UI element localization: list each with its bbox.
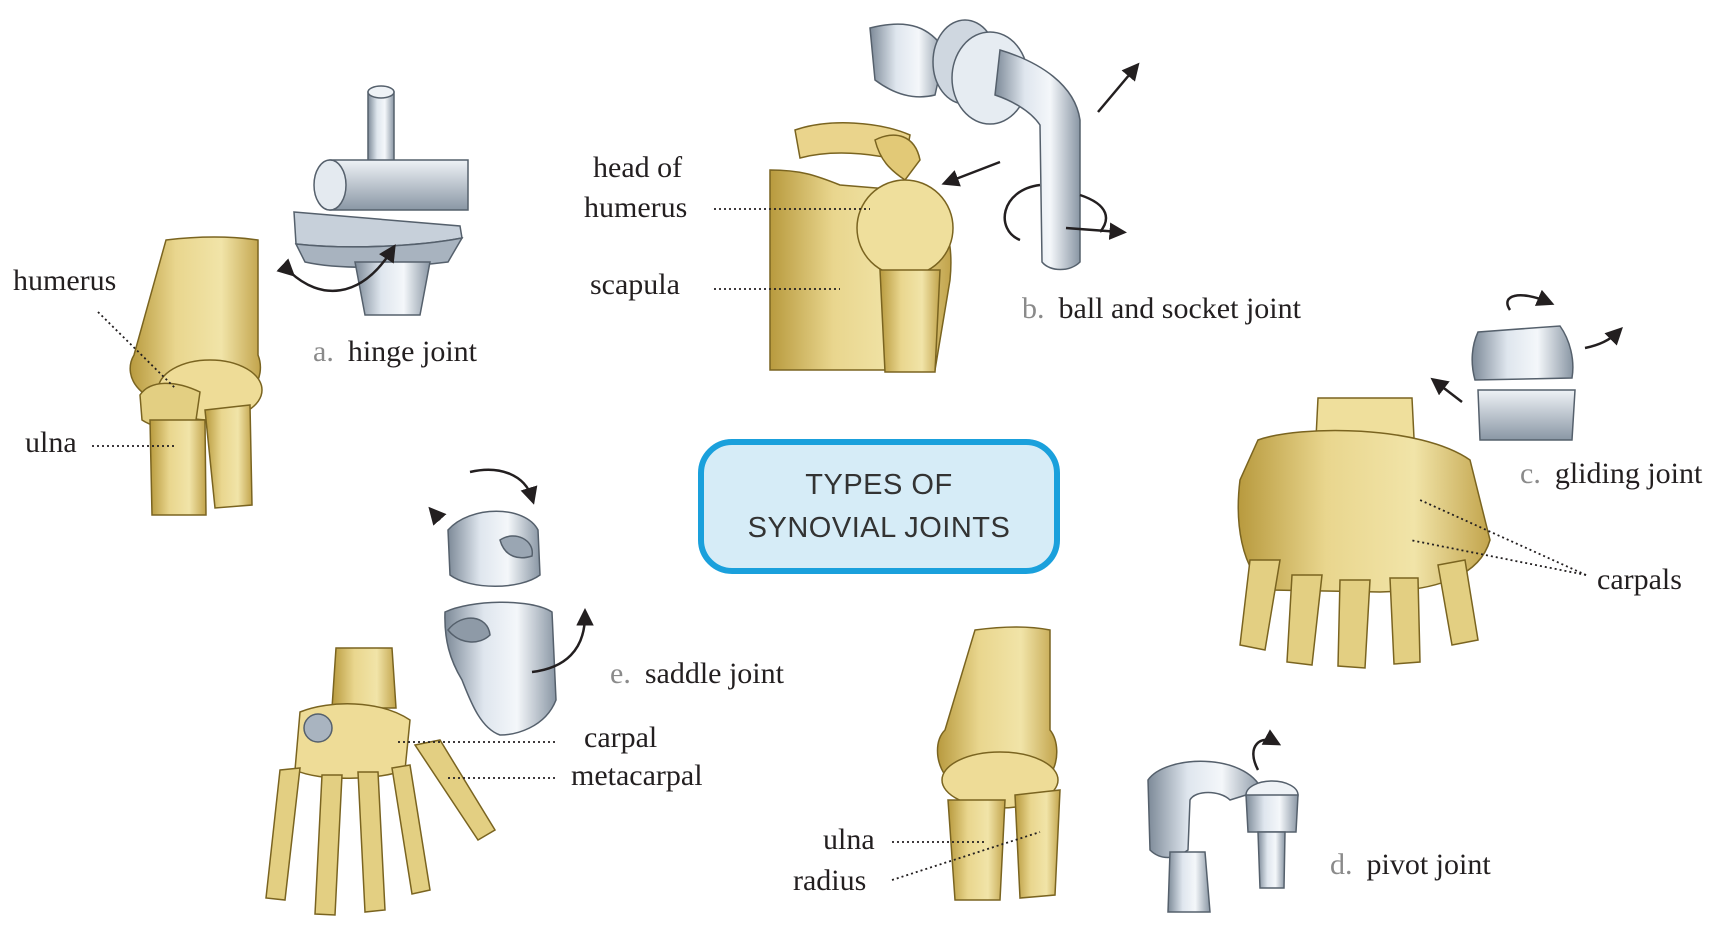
saddle-model: [445, 511, 556, 735]
name-ball-and-socket-joint: ball and socket joint: [1059, 292, 1301, 325]
label-ulna-d: ulna: [823, 825, 875, 855]
gliding-arrow-right: [1585, 332, 1618, 348]
name-hinge-joint: hinge joint: [348, 335, 477, 368]
letter-d: d.: [1330, 848, 1353, 881]
gliding-arrow-left: [1436, 382, 1462, 402]
saddle-arrow-small: [433, 512, 440, 520]
name-pivot-joint: pivot joint: [1367, 848, 1491, 881]
gliding-arrow-top: [1507, 295, 1548, 310]
title-line-1: TYPES OF: [805, 464, 952, 506]
caption-gliding-joint: c. gliding joint: [1520, 459, 1702, 489]
label-carpals: carpals: [1597, 565, 1682, 595]
title-line-2: SYNOVIAL JOINTS: [748, 507, 1011, 549]
gliding-model: [1472, 326, 1575, 440]
ball-socket-arrow-up: [1098, 68, 1135, 112]
letter-b: b.: [1022, 292, 1045, 325]
letter-a: a.: [313, 335, 334, 368]
caption-saddle-joint: e. saddle joint: [610, 659, 784, 689]
label-head-of-humerus: humerus: [584, 193, 687, 223]
label-humerus: humerus: [13, 266, 116, 296]
caption-pivot-joint: d. pivot joint: [1330, 850, 1491, 880]
pivot-rotation-arrow: [1253, 740, 1275, 770]
label-ulna-a: ulna: [25, 428, 77, 458]
elbow-bones-a: [130, 237, 262, 515]
hand-bones-e: [266, 648, 495, 915]
name-gliding-joint: gliding joint: [1555, 457, 1703, 490]
pivot-model: [1148, 761, 1298, 912]
label-scapula: scapula: [590, 270, 680, 300]
letter-c: c.: [1520, 457, 1541, 490]
shoulder-bones-b: [770, 123, 953, 372]
title-box: TYPES OF SYNOVIAL JOINTS: [698, 439, 1060, 574]
forearm-bones-d: [938, 627, 1061, 900]
letter-e: e.: [610, 657, 631, 690]
caption-hinge-joint: a. hinge joint: [313, 337, 477, 367]
name-saddle-joint: saddle joint: [645, 657, 784, 690]
saddle-arrow-top: [470, 470, 532, 498]
label-radius: radius: [793, 866, 866, 896]
ball-socket-arrow-left: [948, 162, 1000, 182]
wrist-bones-c: [1238, 398, 1490, 668]
hinge-model: [294, 86, 468, 315]
caption-ball-and-socket-joint: b. ball and socket joint: [1022, 294, 1301, 324]
label-metacarpal: metacarpal: [571, 761, 703, 791]
label-carpal: carpal: [584, 723, 657, 753]
label-head-of: head of: [593, 153, 682, 183]
